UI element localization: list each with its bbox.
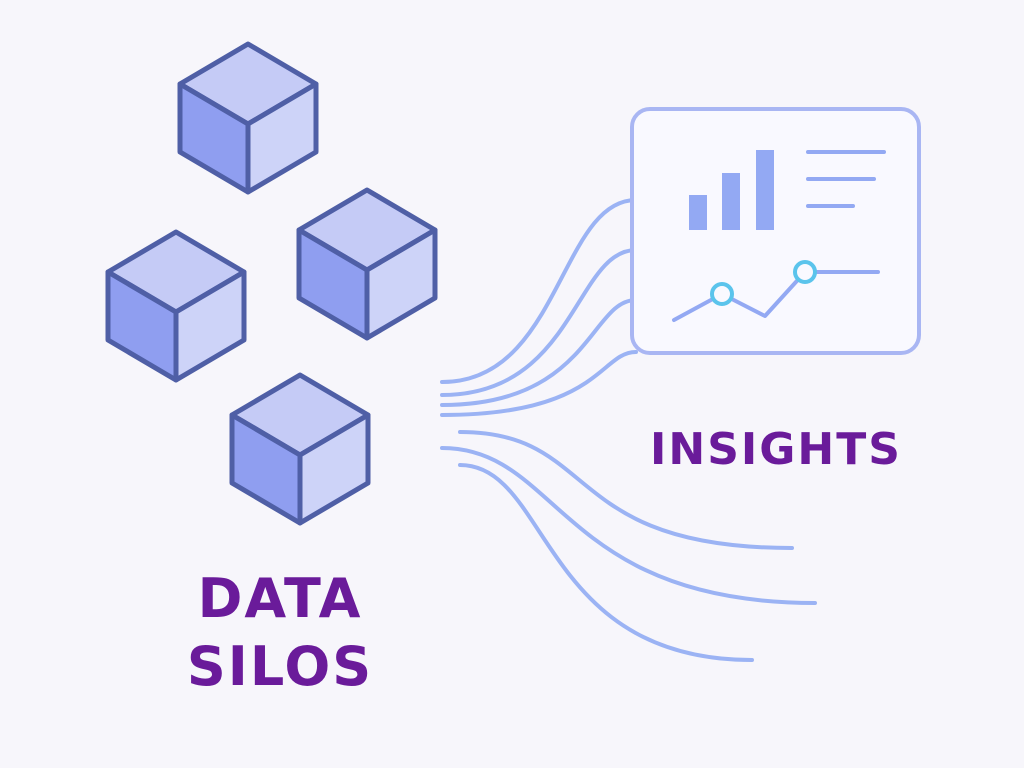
data-silos-label: DATA SILOS (150, 572, 410, 708)
stream-line (440, 298, 638, 407)
dashboard-panel-icon (630, 107, 921, 355)
data-streams (440, 198, 817, 662)
stream-line (440, 350, 638, 417)
trend-line-icon (672, 260, 880, 322)
insights-label: INSIGHTS (650, 424, 902, 475)
data-cube-icon (180, 44, 316, 192)
data-silos-label-line1: DATA (197, 567, 363, 630)
data-cube-icon (108, 232, 244, 380)
stream-line (458, 463, 754, 662)
stream-line (440, 248, 638, 397)
text-lines-icon (806, 150, 886, 208)
stream-line (458, 430, 794, 550)
bar-chart-icon (689, 150, 774, 230)
data-silo-cubes (108, 44, 435, 523)
data-silos-label-line2: SILOS (186, 635, 374, 698)
stream-line (440, 198, 638, 384)
data-cube-icon (232, 375, 368, 523)
stream-line (440, 446, 817, 605)
data-cube-icon (299, 190, 435, 338)
